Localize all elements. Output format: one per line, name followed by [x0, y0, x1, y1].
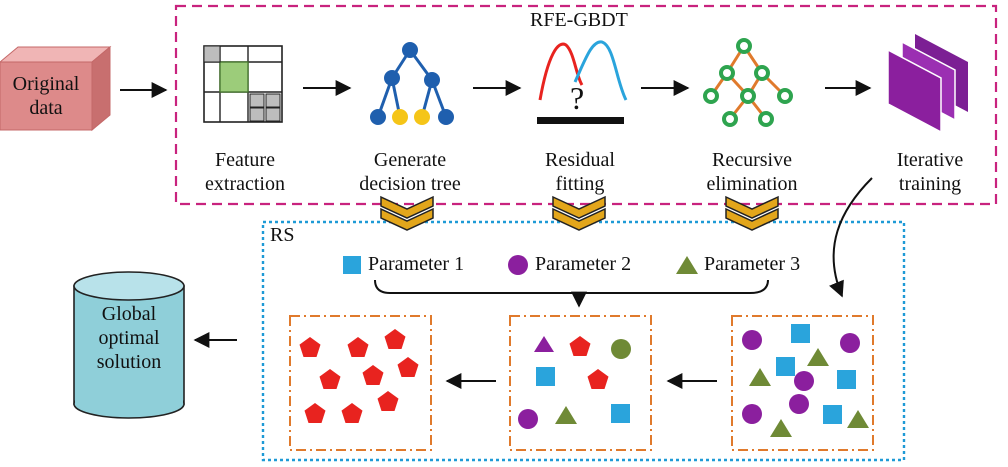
stacked-layers-icon [887, 34, 968, 134]
parameter-1-label: Parameter 1 [368, 253, 465, 275]
network-tree-icon [703, 38, 793, 127]
chevron-down-icon [552, 195, 606, 231]
residual-curve-icon: ? [537, 40, 628, 124]
search-box-initial [731, 315, 874, 451]
parameter-2-label: Parameter 2 [535, 253, 632, 275]
parameter-bracket [374, 279, 769, 294]
rfe-gbdt-title: RFE-GBDT [530, 9, 628, 31]
rs-title: RS [270, 224, 295, 246]
database-icon [73, 271, 185, 419]
svg-text:?: ? [570, 80, 584, 116]
triangle-icon [676, 256, 698, 274]
chevron-down-icon [380, 195, 434, 231]
circle-icon [508, 255, 528, 275]
search-box-partial [509, 315, 652, 451]
arrow-iterative-to-rs [829, 177, 873, 298]
original-data-box [0, 45, 112, 132]
decision-tree-icon [370, 42, 454, 125]
parameter-3-label: Parameter 3 [704, 253, 801, 275]
square-icon [343, 256, 361, 274]
chevron-down-icon [725, 195, 779, 231]
feature-grid-icon [203, 45, 283, 123]
rfe-gbdt-container [174, 4, 998, 206]
search-box-converged [289, 315, 432, 451]
